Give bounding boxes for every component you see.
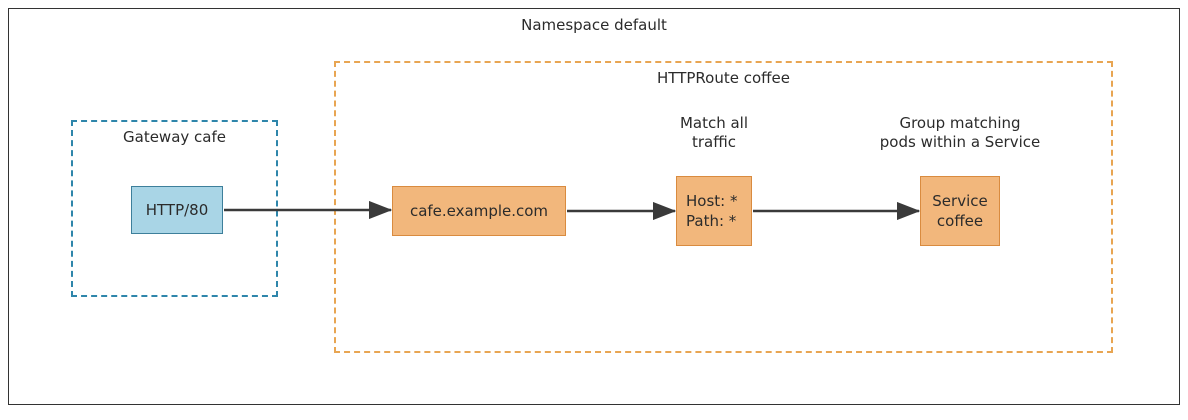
node-service-text: Service coffee: [932, 191, 987, 231]
gateway-title: Gateway cafe: [123, 128, 226, 146]
annotation-service-line2: pods within a Service: [879, 133, 1041, 151]
node-service-line1: Service: [932, 192, 988, 210]
annotation-group-matching-pods: Group matching pods within a Service: [855, 114, 1065, 152]
node-hostname-label: cafe.example.com: [409, 202, 549, 220]
node-service-coffee[interactable]: Service coffee: [920, 176, 1000, 246]
node-service-line2: coffee: [936, 212, 984, 230]
node-http80[interactable]: HTTP/80: [131, 186, 223, 234]
namespace-title: Namespace default: [521, 16, 667, 34]
node-match-rules-text: Host: * Path: *: [686, 191, 737, 231]
annotation-match-line1: Match all: [679, 114, 749, 132]
node-match-path-line: Path: *: [686, 212, 737, 230]
node-http80-label: HTTP/80: [145, 201, 209, 219]
annotation-match-line2: traffic: [692, 133, 736, 151]
node-match-host-line: Host: *: [686, 192, 738, 210]
node-match-rules[interactable]: Host: * Path: *: [676, 176, 752, 246]
annotation-match-all-traffic: Match all traffic: [634, 114, 794, 152]
httproute-container: [334, 61, 1113, 353]
annotation-service-line1: Group matching: [899, 114, 1021, 132]
httproute-title: HTTPRoute coffee: [657, 69, 790, 87]
gateway-container: [71, 120, 278, 297]
node-hostname[interactable]: cafe.example.com: [392, 186, 566, 236]
